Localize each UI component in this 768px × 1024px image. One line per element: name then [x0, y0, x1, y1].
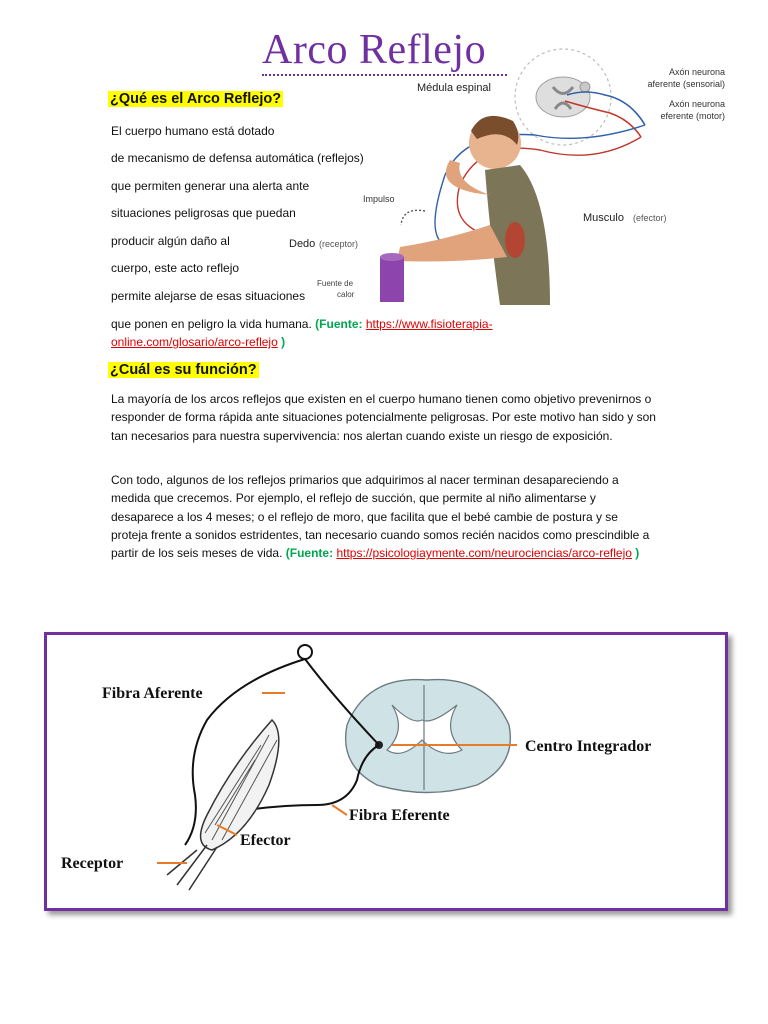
label-dedo: Dedo	[289, 238, 315, 250]
gray-matter	[551, 86, 575, 110]
person-hair	[471, 115, 519, 145]
heat-source-candle	[380, 257, 404, 302]
impulso-arrow	[400, 209, 426, 226]
label-musculo: Musculo	[583, 212, 624, 224]
intro-line: situaciones peligrosas que puedan	[111, 206, 296, 220]
page-title: Arco Reflejo	[262, 27, 487, 73]
source-label: (Fuente:	[315, 317, 363, 331]
source-close: )	[635, 546, 640, 561]
reflex-arc-diagram: Fibra Aferente Centro Integrador Fibra E…	[61, 644, 651, 891]
intro-line: que permiten generar una alerta ante	[111, 179, 310, 193]
intro-line: de mecanismo de defensa automática (refl…	[111, 151, 364, 165]
intro-line: cuerpo, este acto reflejo	[111, 261, 240, 275]
label-axon-aferente-2: aferente (sensorial)	[647, 79, 725, 89]
person-raised-arm	[445, 160, 490, 195]
label-impulso: Impulso	[363, 194, 395, 204]
function-paragraph-1: La mayoría de los arcos reflejos que exi…	[111, 392, 656, 443]
label-receptor: (receptor)	[319, 239, 358, 249]
label-axon-eferente: Axón neurona	[669, 99, 725, 109]
source-link[interactable]: online.com/glosario/arco-reflejo	[111, 335, 278, 350]
label-axon-eferente-2: eferente (motor)	[660, 111, 725, 121]
section-heading-que-es: ¿Qué es el Arco Reflejo?	[108, 91, 284, 107]
source-label: (Fuente:	[285, 546, 334, 561]
label-receptor: Receptor	[61, 855, 123, 872]
intro-source-block: que ponen en peligro la vida humana. (Fu…	[111, 315, 656, 352]
intro-last-line: que ponen en peligro la vida humana.	[111, 317, 312, 331]
intro-line: permite alejarse de esas situaciones	[111, 289, 306, 303]
label-centro-integrador: Centro Integrador	[525, 738, 651, 755]
dorsal-ganglion	[579, 81, 591, 93]
afferent-fiber	[184, 658, 306, 846]
afferent-axon-line	[566, 91, 646, 126]
leader-efector	[216, 824, 238, 836]
person-arm	[397, 225, 507, 262]
function-paragraph-2-block: Con todo, algunos de los reflejos primar…	[111, 471, 656, 562]
title-underline	[262, 74, 507, 76]
reflex-arc-diagram-frame: Fibra Aferente Centro Integrador Fibra E…	[44, 632, 728, 911]
spinal-cord-section	[535, 76, 591, 118]
section-heading-funcion: ¿Cuál es su función?	[108, 362, 259, 378]
function-paragraph-2: Con todo, algunos de los reflejos primar…	[111, 473, 650, 561]
intro-line: producir algún daño al	[111, 234, 230, 248]
intro-line: El cuerpo humano está dotado	[111, 124, 275, 138]
ganglion-circle	[297, 644, 313, 660]
muscle-shape	[505, 222, 525, 258]
label-fuente: Fuente de	[317, 279, 354, 288]
source-close: )	[281, 335, 286, 350]
label-axon-aferente: Axón neurona	[669, 67, 725, 77]
label-calor: calor	[337, 290, 355, 299]
tendon-bone	[166, 844, 218, 891]
source-link[interactable]: https://psicologiaymente.com/neurocienci…	[336, 546, 632, 561]
label-medula: Médula espinal	[417, 82, 491, 94]
label-efector: (efector)	[633, 213, 667, 223]
reflex-arc-illustration: Médula espinal Axón neurona aferente (se…	[289, 48, 725, 305]
label-fibra-eferente: Fibra Eferente	[349, 807, 450, 824]
label-fibra-aferente: Fibra Aferente	[102, 685, 203, 702]
label-efector: Efector	[240, 832, 291, 849]
source-link[interactable]: https://www.fisioterapia-	[365, 317, 493, 331]
leader-fibra-eferente	[331, 804, 348, 816]
